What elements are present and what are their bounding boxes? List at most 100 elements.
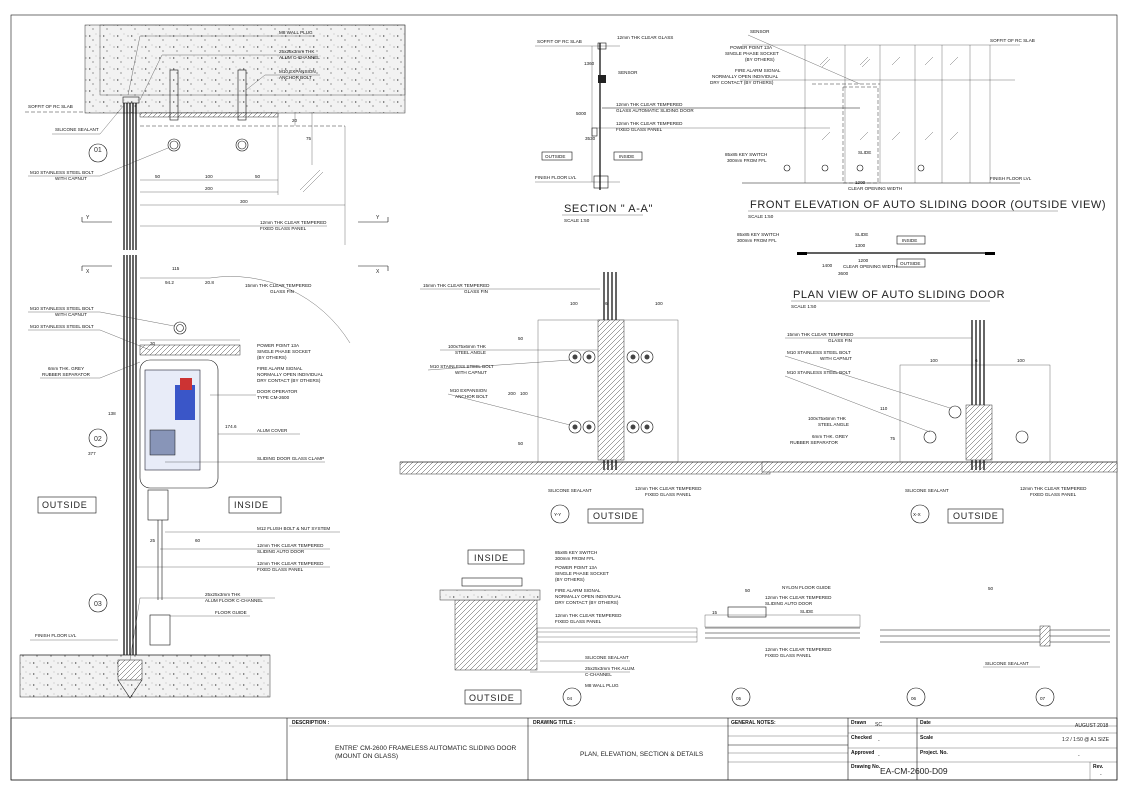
- drawing-label: 50: [745, 588, 751, 593]
- drawing-label: 100: [655, 301, 663, 306]
- drawing-label: 174.6: [225, 424, 237, 429]
- drawing-label: 100x75x6mm THK: [448, 344, 487, 349]
- drawing-label: FIXED GLASS PANEL: [645, 492, 692, 497]
- drawing-label: PLAN VIEW OF AUTO SLIDING DOOR: [793, 289, 1005, 301]
- drawing-label: 1:2 / 1:50 @ A1 SIZE: [1062, 737, 1110, 743]
- drawing-label: 12mm THK CLEAR TEMPERED: [616, 121, 683, 126]
- drawing-label: 12mm THK CLEAR TEMPERED: [257, 543, 324, 548]
- title-block: DESCRIPTION : ENTRE' CM-2600 FRAMELESS A…: [10, 717, 1118, 781]
- detail-04-wall-junction: INSIDE 85x85 KEY SWITCH 300mm FROM FFL P…: [439, 549, 698, 707]
- drawing-label: DESCRIPTION :: [292, 720, 330, 726]
- drawing-label: FRONT ELEVATION OF AUTO SLIDING DOOR (OU…: [750, 199, 1106, 211]
- drawing-label: SENSOR: [750, 29, 770, 34]
- drawing-label: 85x85 KEY SWITCH: [725, 152, 767, 157]
- drawing-label: POWER POINT 13A: [555, 565, 598, 570]
- drawing-label: 04: [567, 696, 573, 701]
- drawing-label: 15mm THK CLEAR TEMPERED: [245, 283, 312, 288]
- drawing-label: SOFFIT OF RC SLAB: [537, 39, 582, 44]
- drawing-label: 1400: [822, 263, 833, 268]
- drawing-label: ENTRE' CM-2600 FRAMELESS AUTOMATIC SLIDI…: [335, 745, 517, 752]
- drawing-label: WITH CAPNUT: [455, 370, 487, 375]
- drawing-label: 07: [1040, 696, 1046, 701]
- drawing-label: ALUM COVER: [257, 428, 288, 433]
- drawing-label: -: [878, 753, 880, 759]
- drawing-label: OUTSIDE: [900, 261, 920, 266]
- drawing-label: X: [86, 269, 90, 275]
- drawing-label: 12mm THK CLEAR GLASS: [617, 35, 673, 40]
- drawing-label: 12mm THK CLEAR TEMPERED: [1020, 486, 1087, 491]
- drawing-label: GLASS AUTOMATIC SLIDING DOOR: [616, 108, 694, 113]
- drawing-label: SINGLE PHASE SOCKET: [257, 349, 311, 354]
- drawing-label: (BY OTHERS): [257, 355, 287, 360]
- drawing-label: SC: [875, 722, 882, 728]
- drawing-label: 300mm FROM FFL: [727, 158, 767, 163]
- drawing-label: 6mm THK. GREY: [812, 434, 848, 439]
- drawing-label: 12mm THK CLEAR TEMPERED: [765, 647, 832, 652]
- drawing-label: 6mm THK. GREY: [48, 366, 84, 371]
- drawing-label: NORMALLY OPEN INDIVIDUAL: [555, 594, 622, 599]
- drawing-label: 25x25x3mm THK: [279, 49, 315, 54]
- detail-02-operator-section: X X 02 15mm THK CLEAR TEMPERED GLASS FIN…: [28, 255, 389, 690]
- drawing-label: 50: [155, 174, 161, 179]
- drawing-label: WITH CAPNUT: [55, 312, 87, 317]
- drawing-label: AUGUST 2018: [1075, 723, 1108, 729]
- drawing-label: M10 STAINLESS STEEL BOLT: [30, 324, 94, 329]
- drawing-label: M8 WALL PLUG: [279, 30, 313, 35]
- drawing-label: DRY CONTACT (BY OTHERS): [555, 600, 619, 605]
- drawing-label: Y-Y: [554, 512, 561, 517]
- drawing-label: C-CHANNEL: [585, 672, 612, 677]
- drawing-label: FIXED GLASS PANEL: [555, 619, 602, 624]
- drawing-label: ALUM C-CHANNEL: [279, 55, 320, 60]
- drawing-label: 02: [94, 436, 102, 443]
- drawing-label: 25x25x3mm THK ALUM.: [585, 666, 635, 671]
- drawing-label: WITH CAPNUT: [55, 176, 87, 181]
- drawing-label: 20.8: [205, 280, 214, 285]
- drawing-label: 5000: [576, 111, 587, 116]
- drawing-label: ANCHOR BOLT: [455, 394, 488, 399]
- detail-tag-01: [88, 143, 108, 163]
- drawing-label: INSIDE: [902, 238, 917, 243]
- drawing-label: 200: [205, 186, 213, 191]
- drawing-label: FIXED GLASS PANEL: [616, 127, 663, 132]
- drawing-label: SILICONE SEALANT: [585, 655, 629, 660]
- drawing-label: Rev.: [1093, 764, 1104, 770]
- drawing-label: 12mm THK CLEAR TEMPERED: [260, 220, 327, 225]
- drawing-label: DRY CONTACT (BY OTHERS): [710, 80, 774, 85]
- drawing-label: Date: [920, 720, 931, 726]
- drawing-label: (BY OTHERS): [745, 57, 775, 62]
- drawing-label: FINISH FLOOR LVL: [990, 176, 1032, 181]
- drawing-label: SECTION " A-A": [564, 203, 653, 215]
- drawing-label: 01: [94, 147, 102, 154]
- drawing-label: 3530: [585, 136, 596, 141]
- drawing-label: SOFFIT OF RC SLAB: [990, 38, 1035, 43]
- drawing-label: 15: [712, 610, 718, 615]
- drawing-label: SILICONE SEALANT: [548, 488, 592, 493]
- drawing-label: 115: [172, 266, 180, 271]
- drawing-label: SLIDE: [855, 232, 868, 237]
- drawing-label: FINISH FLOOR LVL: [535, 175, 577, 180]
- drawing-label: -: [878, 738, 880, 744]
- drawing-label: DRY CONTACT (BY OTHERS): [257, 378, 321, 383]
- drawing-label: 100: [1017, 358, 1025, 363]
- drawing-label: Y: [376, 215, 380, 221]
- drawing-label: 100: [570, 301, 578, 306]
- drawing-label: 12mm THK CLEAR TEMPERED: [635, 486, 702, 491]
- drawing-label: 75: [890, 436, 896, 441]
- drawing-label: 15mm THK CLEAR TEMPERED: [423, 283, 490, 288]
- drawing-label: Drawing No.: [851, 764, 881, 770]
- drawing-label: Project. No.: [920, 750, 948, 756]
- drawing-label: 05: [736, 696, 742, 701]
- drawing-label: SINGLE PHASE SOCKET: [725, 51, 779, 56]
- drawing-label: CLEAR OPENING WIDTH: [848, 186, 902, 191]
- drawing-label: NORMALLY OPEN INDIVIDUAL: [257, 372, 324, 377]
- drawing-label: POWER POINT 13A: [730, 45, 773, 50]
- drawing-label: GLASS FIN: [464, 289, 488, 294]
- plan-view: 85x85 KEY SWITCH 300mm FROM FFL SLIDE IN…: [737, 232, 1005, 309]
- drawing-label: X: [376, 269, 380, 275]
- drawing-label: M8 WALL PLUG: [585, 683, 619, 688]
- drawing-label: 94.2: [165, 280, 174, 285]
- drawing-label: OUTSIDE: [42, 500, 88, 510]
- drawing-label: 100: [930, 358, 938, 363]
- drawing-label: FIXED GLASS PANEL: [257, 567, 304, 572]
